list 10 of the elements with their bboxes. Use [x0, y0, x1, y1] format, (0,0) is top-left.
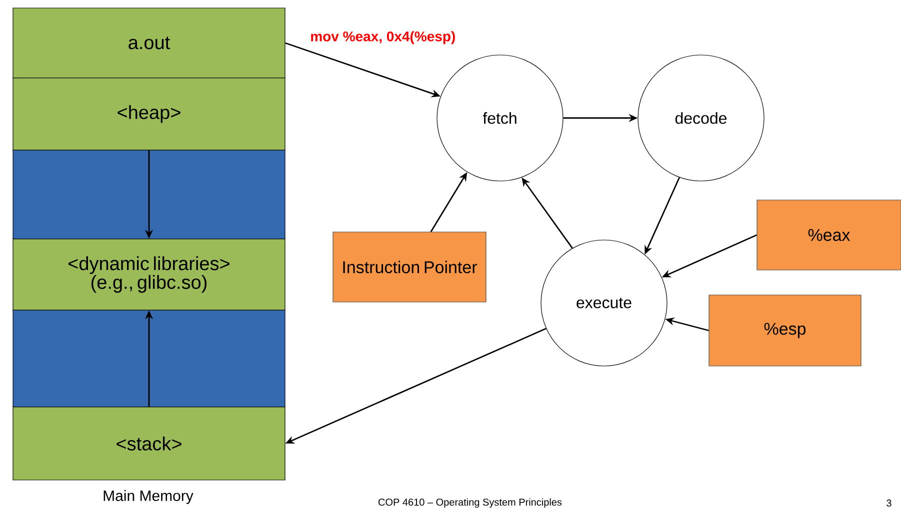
memory-segment: a.out	[12, 8, 286, 78]
memory-segment: <stack>	[12, 406, 286, 480]
edge-label: mov %eax, 0x4(%esp)	[311, 31, 455, 44]
memory-segment: <heap>	[12, 78, 286, 150]
page-number: 3	[886, 499, 892, 507]
register-box: %eax	[756, 200, 901, 270]
memory-segment: <dynamic libraries> (e.g., glibc.so)	[12, 238, 286, 310]
register-box: Instruction Pointer	[332, 232, 486, 302]
register-box: %esp	[708, 294, 862, 366]
footer-text: COP 4610 – Operating System Principles	[378, 498, 562, 508]
